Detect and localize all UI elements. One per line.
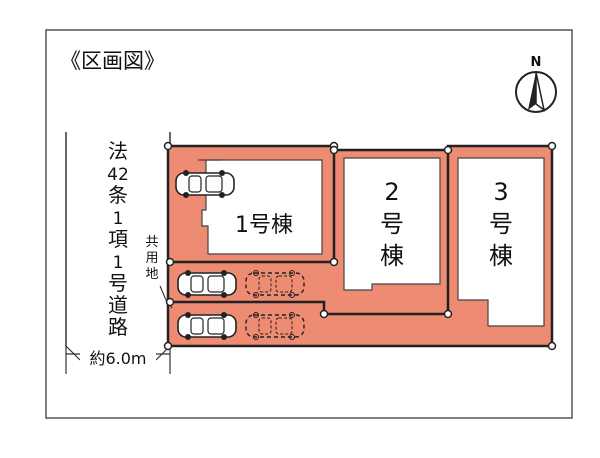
building-2-label: 2 号 棟 (380, 178, 404, 270)
road-label-char: 条 (108, 183, 128, 207)
car-icon (175, 169, 235, 199)
building-3 (457, 157, 545, 327)
building-2 (343, 157, 441, 291)
building-2-label-char: 2 (384, 178, 399, 206)
road-width-label: 約6.0m (89, 349, 146, 368)
building-1-label: 1号棟 (235, 213, 293, 238)
road-label-char: 1 (113, 253, 124, 273)
road-label-char: 法 (108, 139, 128, 163)
road-label: 法 42 条 1 項 1 号 道 路 (107, 139, 129, 339)
outer-frame (45, 29, 573, 419)
road-label-char: 項 (108, 227, 128, 251)
shared-land-char: 共 (145, 235, 158, 250)
car-icon (177, 269, 237, 299)
road-label-char: 路 (108, 315, 128, 339)
page-title: 《区画図》 (60, 49, 165, 73)
building-3-label-char: 号 (489, 210, 513, 238)
car-icon (177, 311, 237, 341)
road-label-char: 号 (108, 271, 128, 295)
shared-land-char: 用 (145, 251, 158, 266)
boundary-markers (163, 141, 557, 351)
building-2-label-char: 号 (380, 210, 404, 238)
road-width-dimension: 約6.0m (65, 345, 171, 374)
building-3-label: 3 号 棟 (489, 178, 513, 270)
shared-land-label: 共 用 地 (145, 235, 158, 282)
road-label-char: 1 (113, 209, 124, 229)
building-3-label-char: 棟 (489, 242, 513, 270)
road-label-char: 道 (108, 293, 128, 317)
road-label-char: 42 (107, 165, 129, 185)
north-arrow-icon: N (515, 55, 557, 113)
building-3-label-char: 3 (493, 178, 508, 206)
shared-land-char: 地 (145, 267, 158, 282)
building-2-label-char: 棟 (380, 242, 404, 270)
compass-label: N (531, 55, 542, 70)
